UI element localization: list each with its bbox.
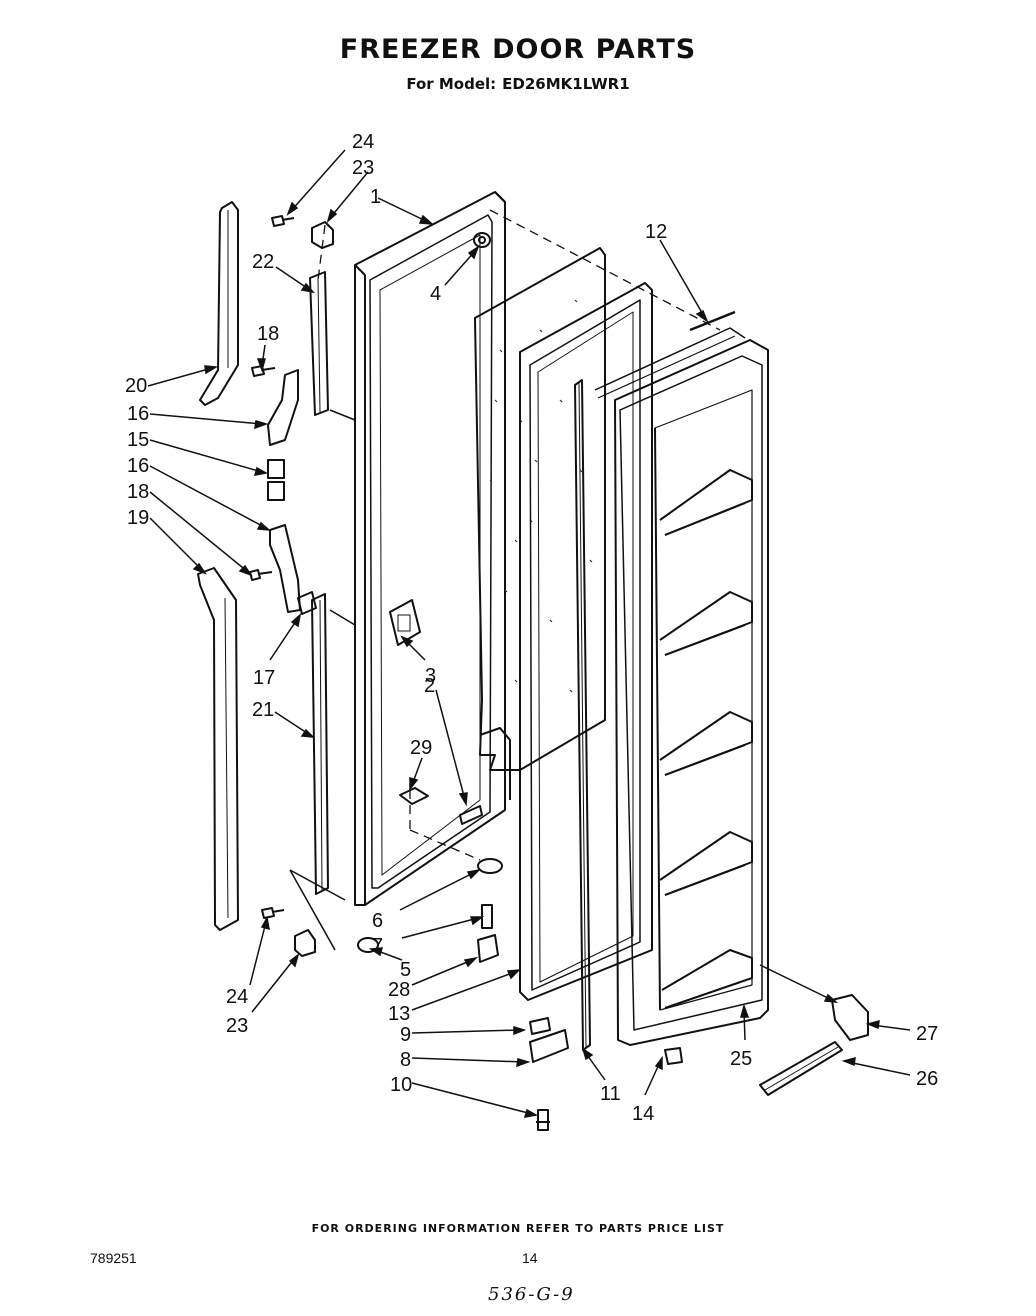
- callout-label: 22: [252, 251, 274, 273]
- callout-label: 21: [252, 699, 274, 721]
- washer-5: [357, 937, 379, 953]
- callout-label: 29: [410, 737, 432, 759]
- callout-label: 2: [424, 675, 435, 697]
- callout-label: 25: [730, 1048, 752, 1070]
- door-stop: [473, 232, 491, 248]
- model-prefix: For Model:: [406, 75, 497, 93]
- callout-label: 7: [372, 935, 383, 957]
- hinge-plate: [297, 591, 317, 615]
- bottom-bracket: [294, 929, 316, 957]
- lower-handle-end: [269, 524, 301, 613]
- callout-label: 24: [226, 986, 248, 1008]
- page-title: FREEZER DOOR PARTS: [339, 34, 697, 65]
- callout-label: 15: [127, 429, 149, 451]
- bracket-28: [477, 934, 499, 963]
- callout-label: 9: [400, 1024, 411, 1046]
- screw: [251, 365, 276, 377]
- callout-label: 3: [425, 665, 436, 687]
- callout-label: 4: [430, 283, 441, 305]
- upper-hinge-bar: [309, 271, 329, 416]
- callout-label: 12: [645, 221, 667, 243]
- clip-29: [399, 787, 429, 805]
- callout-label: 10: [390, 1074, 412, 1096]
- callout-labels: 24 23 1 12 22 4 18 20 16 15 16 18 19 3 1…: [125, 131, 938, 1125]
- model-line: For Model: ED26MK1LWR1: [0, 75, 1036, 93]
- callout-label: 17: [253, 667, 275, 689]
- lower-hinge-bar: [311, 593, 329, 895]
- top-bracket: [311, 221, 334, 249]
- callout-label: 26: [916, 1068, 938, 1090]
- callout-label: 19: [127, 507, 149, 529]
- callout-label: 1: [370, 186, 381, 208]
- callout-label: 16: [127, 403, 149, 425]
- callout-label: 8: [400, 1049, 411, 1071]
- trim-26: [759, 1041, 843, 1096]
- door-panel: [354, 191, 511, 906]
- callout-label: 6: [372, 910, 383, 932]
- document-number: 789251: [90, 1250, 137, 1266]
- ordering-note: FOR ORDERING INFORMATION REFER TO PARTS …: [311, 1222, 725, 1235]
- callout-label: 13: [388, 1003, 410, 1025]
- top-handle-trim: [199, 201, 239, 406]
- callout-label: 20: [125, 375, 147, 397]
- callout-label: 23: [226, 1015, 248, 1037]
- door-gasket: [519, 282, 653, 1001]
- model-number: ED26MK1LWR1: [502, 75, 630, 93]
- block-part: [389, 599, 421, 646]
- handle-insert: [267, 459, 285, 479]
- callout-label: 28: [388, 979, 410, 1001]
- callout-label: 18: [127, 481, 149, 503]
- bracket-2: [459, 805, 483, 825]
- callout-label: 14: [632, 1103, 654, 1125]
- page-number: 14: [522, 1250, 538, 1266]
- door-strip: [574, 379, 591, 1051]
- callout-label: 18: [257, 323, 279, 345]
- callout-label: 23: [352, 157, 374, 179]
- handwritten-code: 536-G-9: [488, 1284, 575, 1305]
- upper-handle-end: [267, 369, 299, 446]
- callout-label: 11: [600, 1083, 621, 1105]
- washer-6: [477, 858, 503, 874]
- cap-27: [831, 994, 869, 1041]
- callout-label: 27: [916, 1023, 938, 1045]
- inner-door-liner: [594, 327, 769, 1046]
- cover-8: [529, 1029, 569, 1063]
- clip-9: [529, 1017, 551, 1035]
- callout-label: 16: [127, 455, 149, 477]
- callout-label: 24: [352, 131, 374, 153]
- bottom-handle-trim: [197, 567, 239, 931]
- callout-label: 5: [400, 959, 411, 981]
